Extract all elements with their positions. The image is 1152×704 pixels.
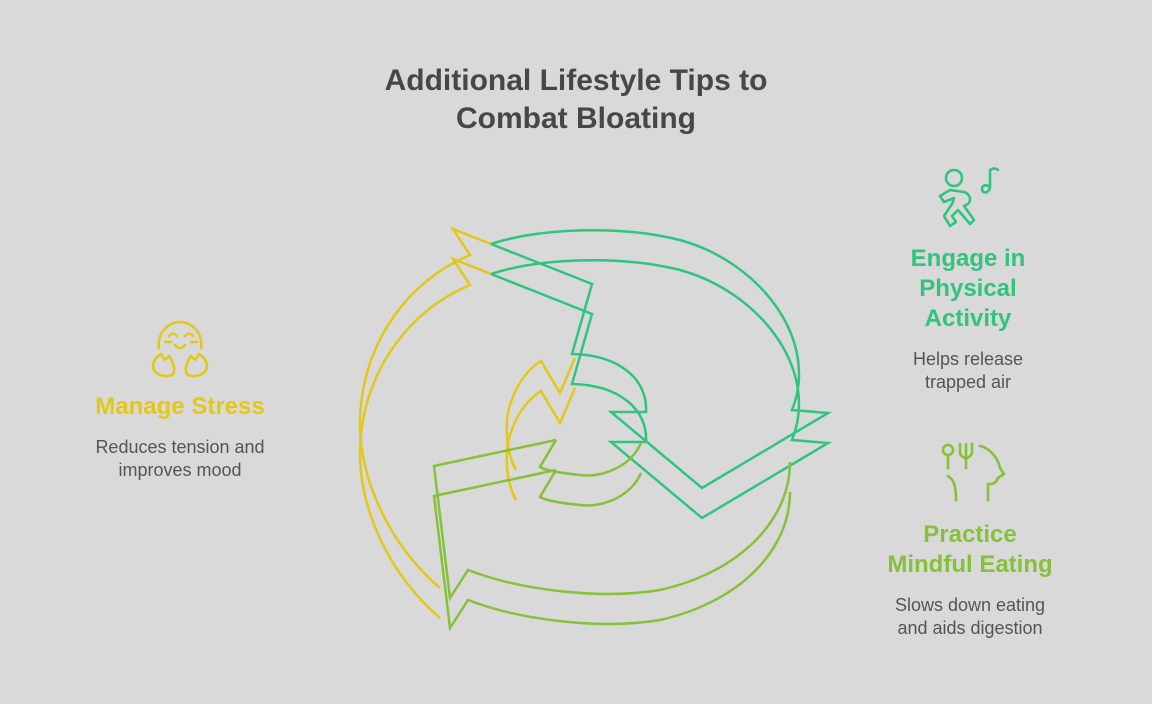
description-line: Helps release	[912, 349, 1024, 369]
arrow-stress-back	[358, 257, 577, 620]
heading-line: Physical	[919, 275, 1017, 302]
heading-line: Practice	[923, 521, 1017, 548]
mindful-eating-head-icon	[941, 442, 1006, 502]
arrow-activity	[489, 228, 830, 490]
title-line-1: Additional Lifestyle Tips to	[384, 64, 768, 97]
dancing-person-music-icon	[938, 167, 1000, 228]
description-line: Reduces tension and	[95, 437, 265, 457]
hugging-face-icon	[151, 320, 209, 378]
heading-line: Activity	[924, 305, 1012, 332]
tip-description: Reduces tension and improves mood	[60, 436, 300, 482]
description-line: trapped air	[924, 372, 1012, 392]
arrow-activity-back	[489, 258, 830, 520]
title-line-2: Combat Bloating	[456, 102, 696, 135]
heading-line: Manage Stress	[95, 393, 265, 420]
arrow-eating	[432, 438, 792, 600]
cycle-back-layer	[358, 257, 830, 630]
description-line: and aids digestion	[897, 618, 1043, 638]
tip-heading: Engage in Physical Activity	[868, 244, 1068, 334]
description-line: improves mood	[118, 460, 242, 480]
tip-description: Slows down eating and aids digestion	[850, 594, 1090, 640]
page-title: Additional Lifestyle Tips to Combat Bloa…	[276, 62, 876, 138]
tip-physical-activity: Engage in Physical Activity Helps releas…	[868, 164, 1068, 394]
tip-heading: Practice Mindful Eating	[850, 520, 1090, 580]
heading-line: Engage in	[910, 245, 1026, 272]
tip-description: Helps release trapped air	[868, 348, 1068, 394]
arrow-eating-back	[432, 468, 792, 630]
heading-line: Mindful Eating	[887, 551, 1053, 578]
description-line: Slows down eating	[894, 595, 1046, 615]
cycle-front-layer	[358, 227, 830, 600]
tip-heading: Manage Stress	[60, 392, 300, 422]
tip-manage-stress: Manage Stress Reduces tension and improv…	[60, 318, 300, 482]
tip-mindful-eating: Practice Mindful Eating Slows down eatin…	[850, 440, 1090, 640]
